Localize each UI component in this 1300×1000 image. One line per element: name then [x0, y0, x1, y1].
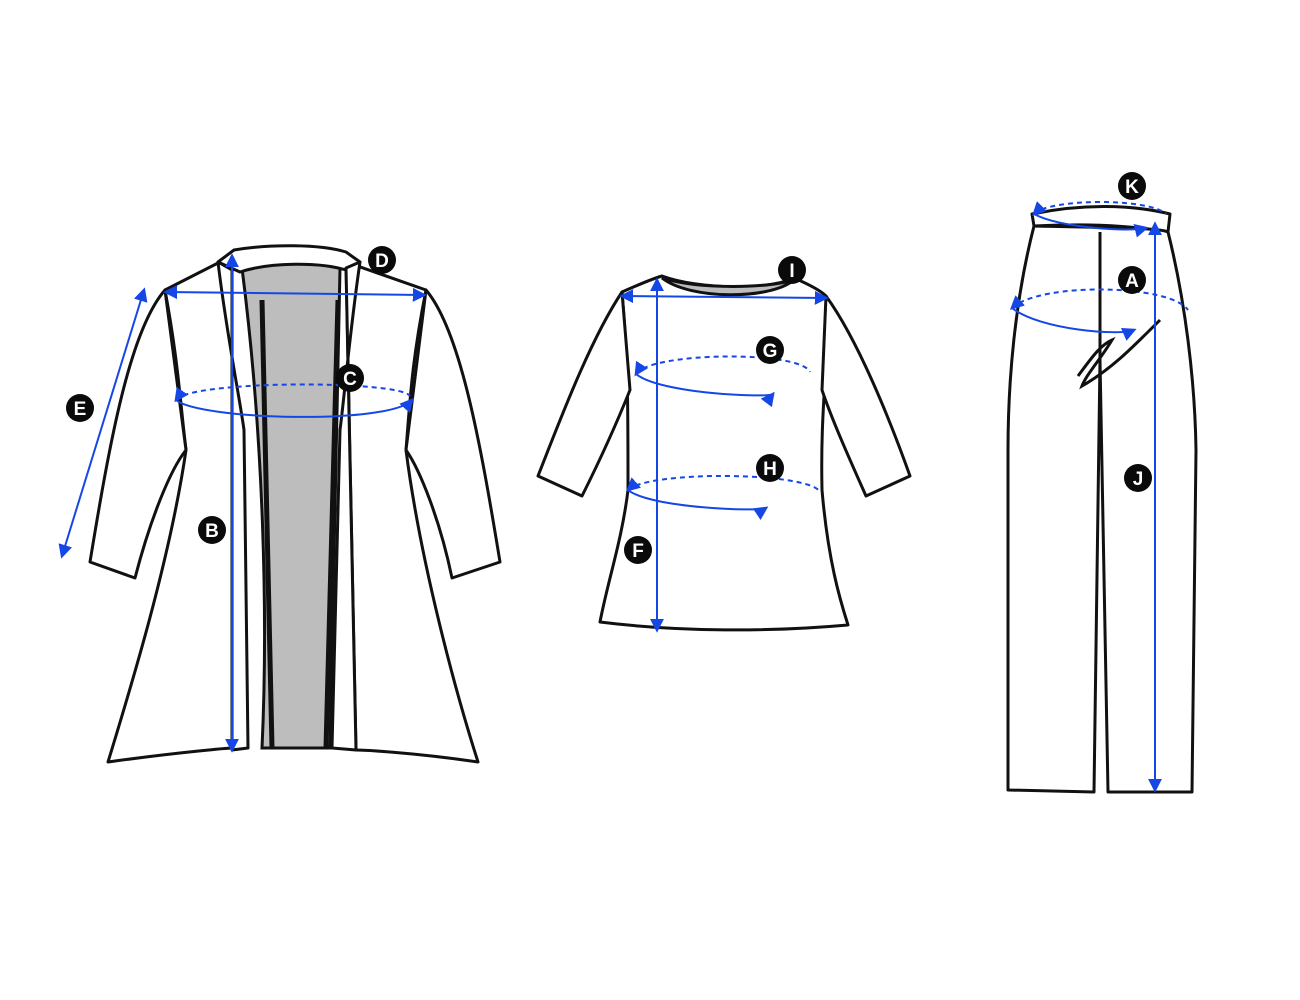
marker-c-label: C: [343, 369, 357, 390]
top-right-sleeve: [820, 294, 912, 498]
cardigan-measurements: [58, 253, 427, 753]
marker-i: I: [778, 256, 806, 284]
marker-f-label: F: [632, 541, 644, 562]
cardigan-garment: [88, 244, 502, 764]
cardigan-front-edge-left: [259, 299, 275, 749]
measure-waist-k-front: [1033, 213, 1149, 238]
top-garment: [536, 274, 912, 632]
top-left-sleeve: [536, 290, 632, 498]
marker-j-label: J: [1133, 469, 1144, 490]
marker-k-label: K: [1125, 177, 1139, 198]
cardigan-body: [106, 260, 234, 764]
marker-h: H: [756, 454, 784, 482]
marker-d: D: [368, 246, 396, 274]
pants-crease-mark: [1076, 318, 1162, 390]
top-measurements: [619, 277, 829, 633]
marker-g: G: [756, 336, 784, 364]
measure-hem-h-back: [625, 474, 821, 493]
measure-waist-k-back: [1032, 201, 1167, 216]
marker-j: J: [1124, 464, 1152, 492]
cardigan-body-right: [344, 260, 480, 764]
marker-e: E: [66, 394, 94, 422]
cardigan-lining: [240, 262, 342, 750]
marker-e-label: E: [74, 399, 87, 420]
marker-g-label: G: [763, 341, 778, 362]
top-body: [598, 274, 850, 632]
measure-bust-c-back: [174, 383, 411, 403]
pants-garment: [1006, 205, 1198, 794]
marker-a-label: A: [1125, 271, 1139, 292]
marker-i-label: I: [789, 261, 794, 282]
measure-shoulder-d: [163, 285, 427, 302]
marker-c: C: [336, 364, 364, 392]
marker-b-label: B: [205, 521, 219, 542]
cardigan-right-sleeve: [404, 288, 502, 580]
measure-hem-h-front: [627, 489, 769, 520]
marker-f: F: [624, 536, 652, 564]
marker-k: K: [1118, 172, 1146, 200]
pants-legs: [1006, 224, 1198, 794]
measure-hip-a-front: [1011, 307, 1137, 341]
marker-d-label: D: [375, 251, 389, 272]
measure-sleeve-e: [58, 287, 148, 559]
marker-a: A: [1118, 266, 1146, 294]
measure-bust-c-front: [175, 397, 414, 418]
measure-bust-g-front: [635, 373, 775, 408]
marker-b: B: [198, 516, 226, 544]
measure-bust-g-back: [634, 355, 811, 377]
cardigan-front-edge-right: [323, 299, 341, 749]
marker-h-label: H: [763, 459, 777, 480]
pants-measurements: [1009, 201, 1189, 793]
